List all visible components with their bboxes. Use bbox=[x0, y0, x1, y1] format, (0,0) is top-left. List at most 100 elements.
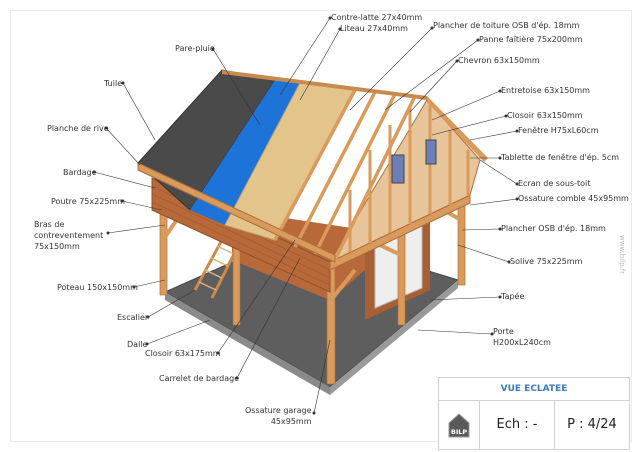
leader-dot bbox=[498, 227, 502, 231]
label-tuile: Tuile bbox=[104, 79, 123, 88]
leader-dot bbox=[216, 351, 220, 355]
leader-dot bbox=[106, 231, 110, 235]
slab-edge bbox=[165, 292, 330, 395]
leader-line-plancher-osb bbox=[461, 228, 501, 231]
leader-line-plancher-toiture bbox=[349, 27, 433, 111]
leader-dot bbox=[120, 199, 124, 203]
window-left bbox=[391, 154, 405, 184]
label-bardage: Bardage bbox=[63, 168, 97, 177]
leader-line-ecran bbox=[479, 159, 518, 185]
leader-line-dalle bbox=[146, 319, 211, 345]
label-closoir-175: Closoir 63x175mm bbox=[145, 349, 221, 358]
gable-studs bbox=[348, 105, 470, 252]
label-liteau: Liteau 27x40mm bbox=[340, 24, 408, 33]
label-tablette: Tablette de fenêtre d'ép. 5cm bbox=[501, 153, 620, 162]
leader-line-ossature-garage bbox=[313, 339, 331, 414]
leader-line-entretoise bbox=[431, 90, 501, 121]
leader-line-liteau bbox=[299, 28, 341, 101]
leader-dot bbox=[515, 129, 519, 133]
leader-dot bbox=[338, 27, 342, 31]
sheet-border bbox=[10, 10, 632, 442]
leader-line-tuile bbox=[122, 82, 156, 141]
label-ossature-comble: Ossature comble 45x95mm bbox=[518, 194, 629, 203]
gable-fascia bbox=[427, 96, 488, 162]
label-porte: Porte H200xL240cm bbox=[493, 327, 551, 347]
leader-dot bbox=[121, 81, 125, 85]
leader-dot bbox=[504, 114, 508, 118]
bilp-logo: BILP bbox=[439, 401, 480, 449]
label-plancher-osb: Plancher OSB d'ép. 18mm bbox=[501, 224, 606, 233]
label-carrelet: Carrelet de bardage bbox=[159, 374, 240, 383]
leader-dot bbox=[235, 376, 239, 380]
label-solive: Solive 75x225mm bbox=[510, 257, 583, 266]
roof-membrane bbox=[190, 80, 300, 225]
svg-text:BILP: BILP bbox=[451, 428, 468, 436]
leader-line-closoir-175 bbox=[217, 239, 296, 354]
label-contre-latte: Contre-latte 27x40mm bbox=[331, 13, 423, 22]
leader-line-fenetre bbox=[469, 130, 518, 141]
leader-dot bbox=[498, 295, 502, 299]
leader-line-planche-rive bbox=[105, 127, 141, 166]
house-logo-icon: BILP bbox=[448, 413, 470, 438]
rafters bbox=[273, 89, 417, 261]
leader-line-bardage bbox=[93, 171, 156, 189]
label-fenetre: Fenêtre H75xL60cm bbox=[518, 126, 599, 135]
leader-dot bbox=[430, 26, 434, 30]
label-entretoise: Entretoise 63x150mm bbox=[501, 86, 590, 95]
leader-dot bbox=[92, 170, 96, 174]
label-pare-pluie: Pare-pluie bbox=[175, 44, 215, 53]
ridge-beam bbox=[222, 70, 427, 100]
leader-line-tapee bbox=[429, 296, 501, 301]
label-ossature-garage: Ossature garage 45x95mm bbox=[245, 406, 312, 426]
leader-line-poutre bbox=[121, 200, 163, 211]
leader-dot bbox=[145, 342, 149, 346]
label-panne-faitiere: Panne faîtière 75x200mm bbox=[479, 35, 583, 44]
leader-line-pare-pluie bbox=[212, 48, 261, 126]
leader-line-bras bbox=[107, 224, 166, 234]
title-block: VUE ECLATEE BILP Ech : - P : 4/24 bbox=[438, 377, 630, 450]
label-poutre: Poutre 75x225mm bbox=[51, 197, 125, 206]
label-plancher-toiture: Plancher de toiture OSB d'ép. 18mm bbox=[433, 21, 580, 30]
view-title: VUE ECLATEE bbox=[439, 378, 629, 401]
label-escalier: Escalier bbox=[117, 313, 149, 322]
leader-dot bbox=[490, 332, 494, 336]
label-bras: Bras de contreventement 75x150mm bbox=[34, 220, 104, 251]
label-tapee: Tapée bbox=[501, 292, 525, 301]
leader-lines bbox=[92, 16, 519, 415]
leader-line-solive bbox=[457, 244, 510, 263]
label-chevron: Chevron 63x150mm bbox=[458, 56, 540, 65]
leader-dot bbox=[132, 285, 136, 289]
label-ecran: Ecran de sous-toit bbox=[518, 179, 591, 188]
leader-line-ossature-comble bbox=[469, 198, 518, 206]
label-poteau: Poteau 150x150mm bbox=[57, 283, 138, 292]
leader-line-closoir-150 bbox=[431, 115, 507, 136]
window-right bbox=[425, 139, 437, 165]
watermark: www.bilp.fr bbox=[618, 235, 626, 275]
leader-dot bbox=[515, 182, 519, 186]
leader-dot bbox=[476, 38, 480, 42]
leader-line-poteau bbox=[133, 279, 166, 288]
eave-fascia bbox=[137, 162, 336, 263]
leader-dot bbox=[104, 126, 108, 130]
leader-line-escalier bbox=[147, 289, 196, 318]
label-planche-rive: Planche de rive bbox=[47, 124, 109, 133]
leader-line-chevron bbox=[409, 60, 458, 113]
leader-line-contre-latte bbox=[279, 17, 331, 96]
leader-dot bbox=[328, 16, 332, 20]
leader-line-carrelet bbox=[236, 257, 301, 379]
label-closoir-150: Closoir 63x150mm bbox=[507, 111, 583, 120]
leader-line-panne-faitiere bbox=[384, 39, 479, 111]
leader-dot bbox=[312, 411, 316, 415]
posts bbox=[159, 194, 466, 385]
slab-edge-right bbox=[330, 280, 458, 395]
leader-dot bbox=[146, 315, 150, 319]
scale-value: Ech : - bbox=[480, 401, 555, 449]
label-dalle: Dalle bbox=[127, 340, 148, 349]
page-number: P : 4/24 bbox=[567, 417, 617, 432]
leader-dot bbox=[498, 89, 502, 93]
leader-dot bbox=[455, 59, 459, 63]
leader-dot bbox=[498, 156, 502, 160]
leader-line-porte bbox=[417, 329, 493, 335]
